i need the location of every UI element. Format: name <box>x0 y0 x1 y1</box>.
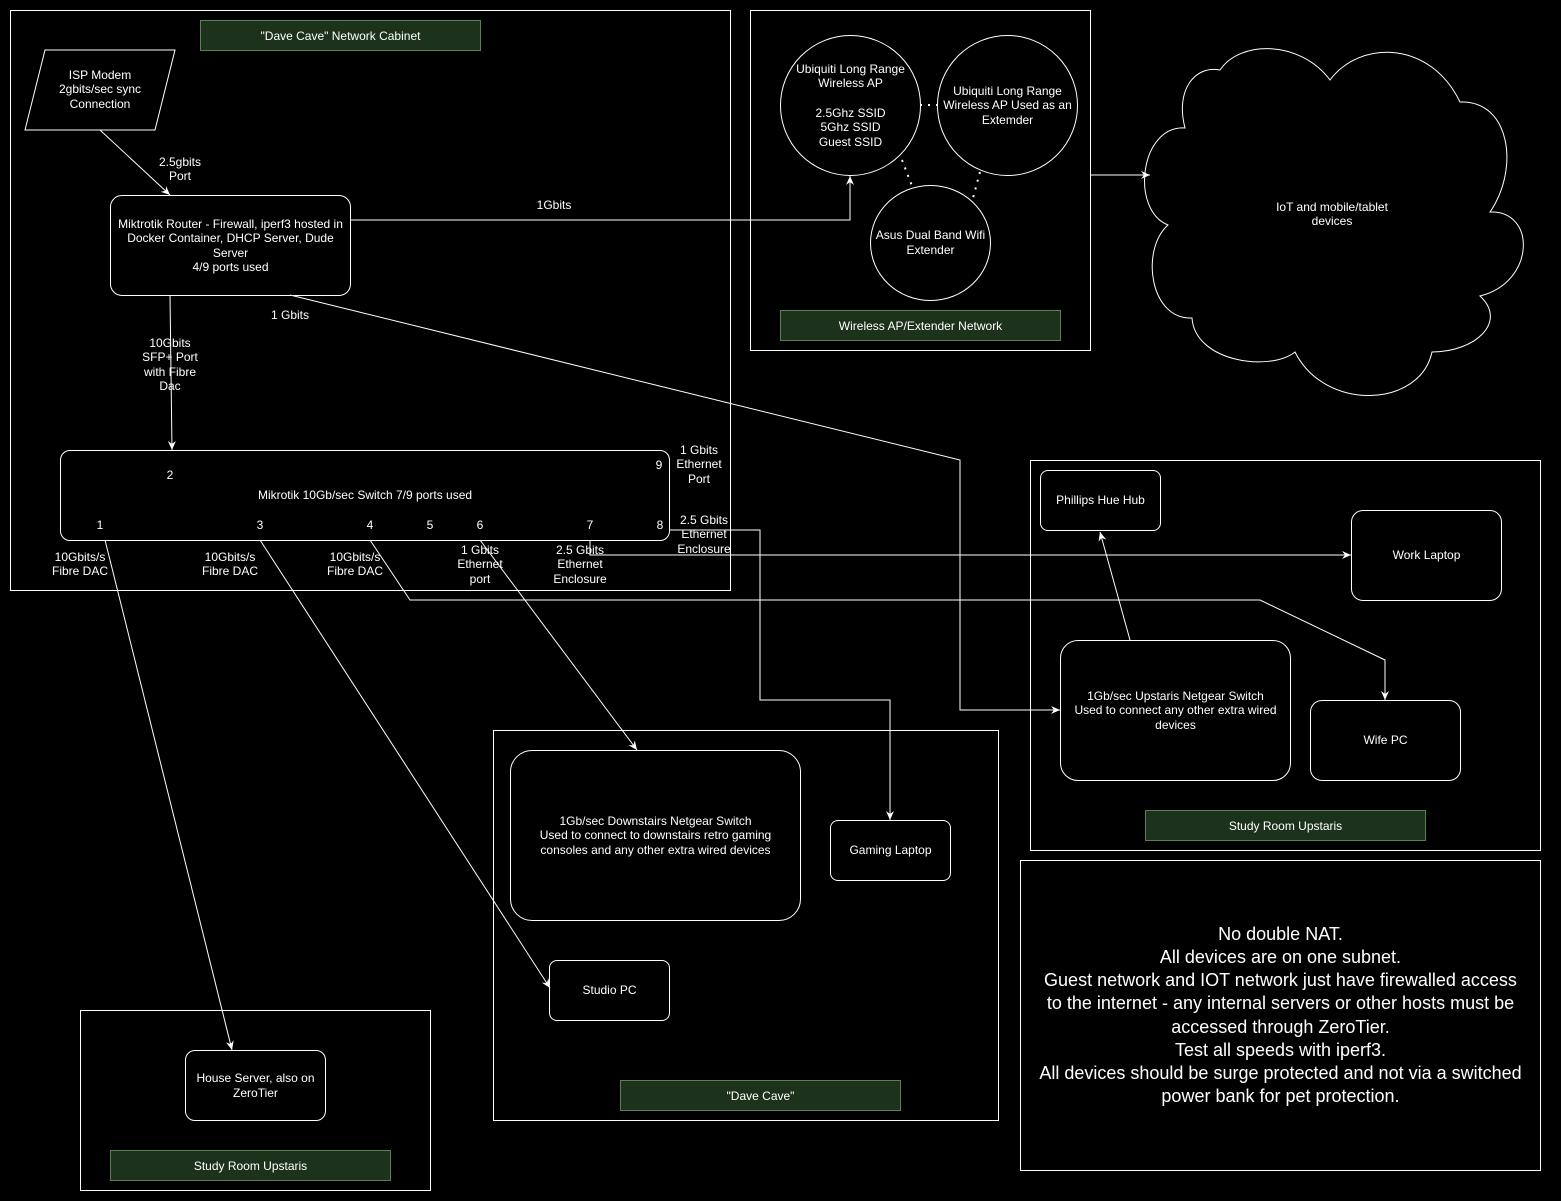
switch: Mikrotik 10Gb/sec Switch 7/9 ports used <box>60 450 670 541</box>
wire-router-upstairs-switch <box>289 294 1060 714</box>
study-room-upstairs-region <box>1030 460 1541 851</box>
link-label-port7: 2.5 Gbits Ethernet Enclosure <box>553 543 607 586</box>
dave-cave-title: "Dave Cave" <box>620 1080 901 1111</box>
switch-port-5: 5 <box>426 518 434 532</box>
upstairs-switch: 1Gb/sec Upstaris Netgear Switch Used to … <box>1060 640 1291 781</box>
study-room-server-title: Study Room Upstaris <box>110 1150 391 1181</box>
iot-cloud-shape <box>1144 48 1524 396</box>
ubiquiti-extender: Ubiquiti Long Range Wireless AP Used as … <box>937 35 1078 176</box>
house-server: House Server, also on ZeroTier <box>185 1050 326 1121</box>
wireless-link-extender-asus <box>972 171 981 199</box>
switch-port-1: 1 <box>96 518 104 532</box>
asus-extender: Asus Dual Band Wifi Extender <box>870 185 991 301</box>
work-laptop: Work Laptop <box>1351 510 1502 601</box>
wire-port1-server <box>104 539 234 1051</box>
wire-port7-work <box>589 540 1351 559</box>
wire-port8-gaming <box>670 529 894 820</box>
switch-port-3: 3 <box>256 518 264 532</box>
switch-port-7: 7 <box>586 518 594 532</box>
switch-port-2: 2 <box>166 468 174 482</box>
wire-modem-router <box>99 129 171 196</box>
link-label-port1: 10Gbits/s Fibre DAC <box>51 550 108 579</box>
wife-pc: Wife PC <box>1310 700 1461 781</box>
isp-modem-shape <box>24 49 176 131</box>
wire-port6-downstairs <box>479 539 638 751</box>
switch-port-9: 9 <box>655 458 663 472</box>
studio-pc: Studio PC <box>549 960 670 1021</box>
link-label-port3: 10Gbits/s Fibre DAC <box>201 550 258 579</box>
link-label-port4: 10Gbits/s Fibre DAC <box>326 550 383 579</box>
network-cabinet-title: "Dave Cave" Network Cabinet <box>200 20 481 51</box>
link-label-router-switch: 10Gbits SFP+ Port with Fibre Dac <box>142 336 198 394</box>
ubiquiti-ap: Ubiquiti Long Range Wireless AP 2.5Ghz S… <box>780 35 921 176</box>
network-notes: No double NAT. All devices are on one su… <box>1020 860 1541 1171</box>
wireless-network-title: Wireless AP/Extender Network <box>780 310 1061 341</box>
gaming-laptop: Gaming Laptop <box>830 820 951 881</box>
wireless-link-ap-asus <box>901 159 913 187</box>
link-label-router-upstairs: 1 Gbits <box>270 308 309 322</box>
downstairs-switch: 1Gb/sec Downstairs Netgear Switch Used t… <box>510 750 801 921</box>
wire-router-switch <box>167 294 176 451</box>
hue-hub: Phillips Hue Hub <box>1040 470 1161 531</box>
switch-port-8: 8 <box>656 518 664 532</box>
study-room-server-region <box>80 1010 431 1191</box>
dave-cave-region <box>493 730 999 1121</box>
wire-port4-wife <box>369 539 1389 700</box>
wire-router-ap <box>350 176 854 221</box>
study-room-upstairs-title: Study Room Upstaris <box>1145 810 1426 841</box>
wire-upstairs-hue <box>1098 531 1131 641</box>
router: Miktrotik Router - Firewall, iperf3 host… <box>110 195 351 296</box>
wireless-network-region <box>750 10 1091 351</box>
link-label-modem-router: 2.5gbits Port <box>158 155 202 184</box>
wire-port3-studio <box>259 539 551 989</box>
isp-modem: ISP Modem 2gbits/sec sync Connection <box>58 68 142 111</box>
link-label-port8: 2.5 Gbits Ethernet Enclosure <box>677 513 731 556</box>
link-label-port6: 1 Gbits Ethernet port <box>457 543 503 586</box>
link-label-router-ap: 1Gbits <box>536 198 572 212</box>
switch-port-4: 4 <box>366 518 374 532</box>
network-cabinet-region <box>10 10 731 591</box>
iot-cloud-label: IoT and mobile/tablet devices <box>1276 200 1388 229</box>
link-label-port9: 1 Gbits Ethernet Port <box>676 443 722 486</box>
switch-port-6: 6 <box>476 518 484 532</box>
